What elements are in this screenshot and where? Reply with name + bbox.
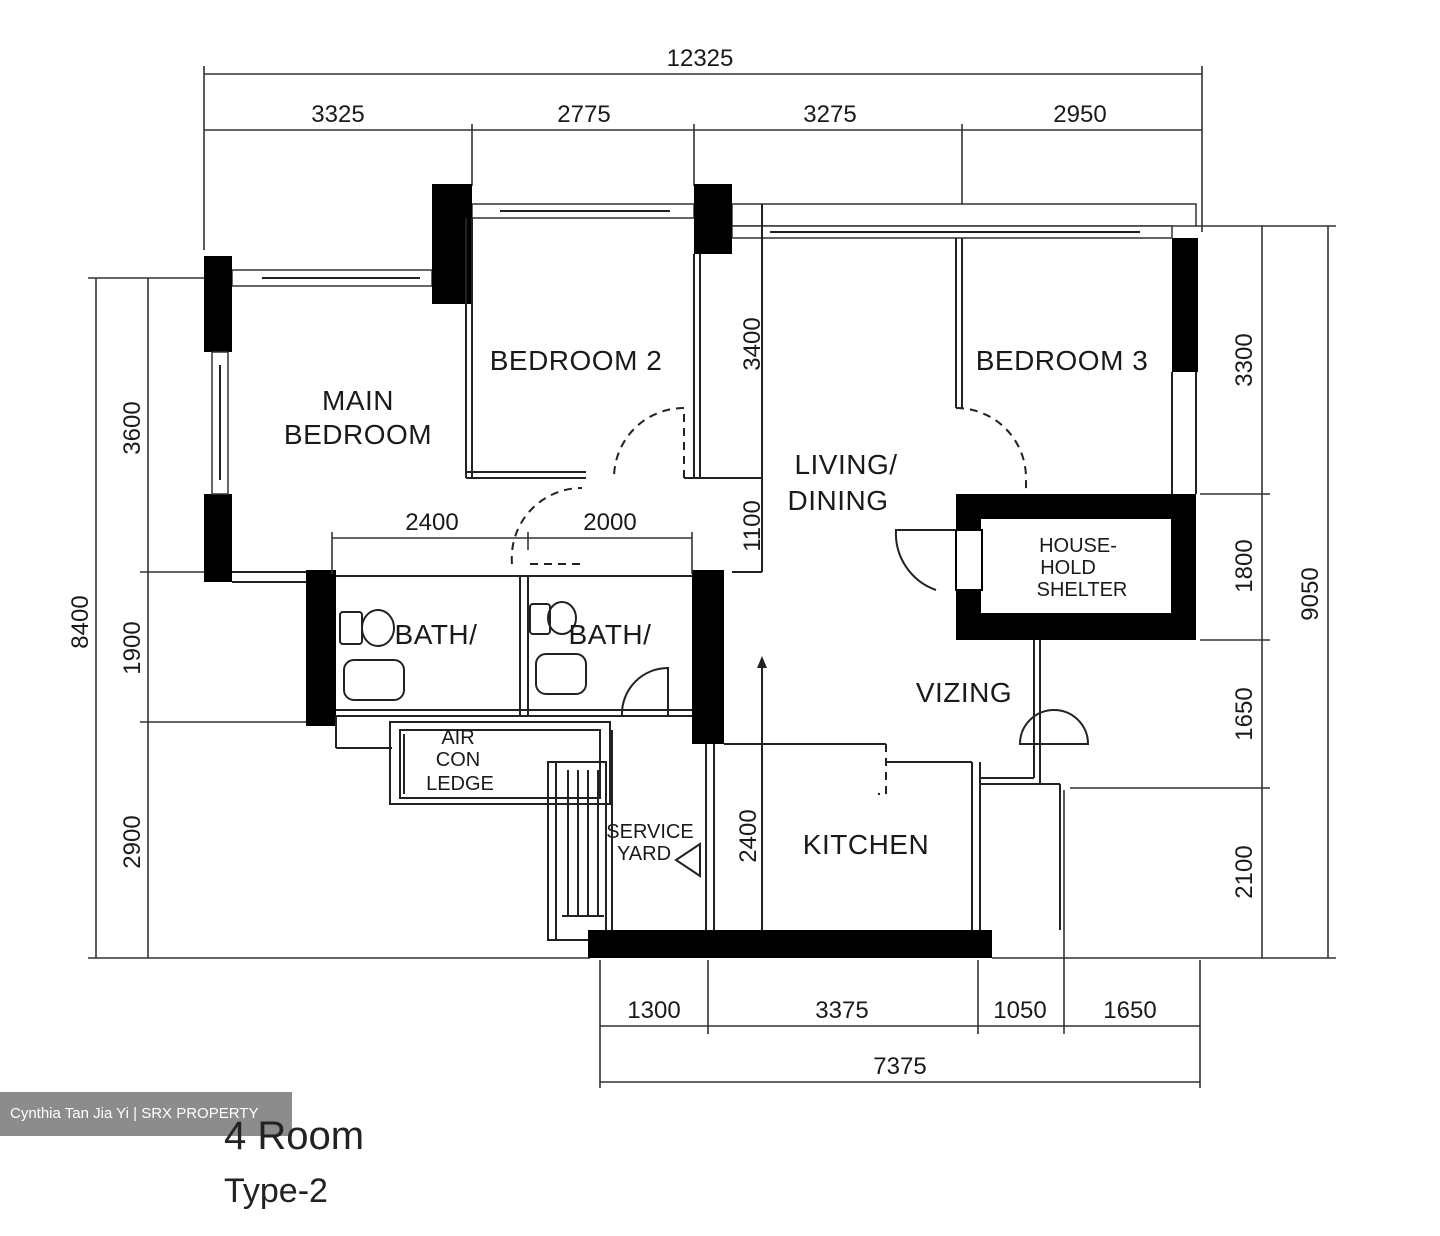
plan-subtitle: Type-2 [224, 1172, 328, 1210]
label-main-bedroom-line2: BEDROOM [284, 419, 432, 450]
label-service-line2: YARD [617, 843, 671, 865]
dim-top-2: 2775 [557, 101, 610, 128]
dim-left-1: 3600 [119, 401, 146, 454]
dim-top-total: 12325 [667, 45, 734, 72]
bath-fixtures [339, 601, 587, 701]
label-main-bedroom-line1: MAIN [322, 385, 394, 416]
dim-top-3: 3275 [803, 101, 856, 128]
dim-right-2: 1800 [1231, 539, 1258, 592]
label-bedroom-3: BEDROOM 3 [976, 345, 1149, 376]
plan-title: 4 Room [224, 1114, 365, 1158]
walls [204, 184, 1198, 958]
label-aircon-line1: AIR [441, 727, 474, 749]
label-living-line2: DINING [788, 485, 889, 516]
label-shelter-line3: SHELTER [1037, 579, 1128, 601]
dim-bottom-total: 7375 [873, 1053, 926, 1080]
dim-left-2: 1900 [119, 621, 146, 674]
room-labels: MAIN BEDROOM BEDROOM 2 BEDROOM 3 LIVING/… [284, 345, 1148, 865]
dim-bottom-2: 3375 [815, 997, 868, 1024]
label-kitchen: KITCHEN [803, 829, 929, 860]
dim-left-3: 2900 [119, 815, 146, 868]
dim-bottom-3: 1050 [993, 997, 1046, 1024]
dim-right-4: 2100 [1231, 845, 1258, 898]
label-aircon-line3: LEDGE [426, 773, 494, 795]
label-shelter-line1: HOUSE- [1039, 535, 1117, 557]
dim-right-total: 9050 [1297, 567, 1324, 620]
dim-inner-3400: 3400 [739, 317, 766, 370]
bottom-dimensions: 1300 3375 1050 1650 7375 [599, 790, 1201, 1088]
dim-left-total: 8400 [67, 595, 94, 648]
dim-mid-2: 2000 [583, 509, 636, 536]
right-dimensions: 3300 1800 1650 2100 9050 [992, 225, 1336, 959]
dim-inner-1100: 1100 [739, 500, 766, 552]
label-bedroom-2: BEDROOM 2 [490, 345, 663, 376]
top-dimensions: 12325 3325 2775 3275 2950 [203, 45, 1203, 250]
dim-bottom-1: 1300 [627, 997, 680, 1024]
dim-top-4: 2950 [1053, 101, 1106, 128]
label-bath-1: BATH/ [395, 619, 478, 650]
label-bath-2: BATH/ [569, 619, 652, 650]
dim-mid-1: 2400 [405, 509, 458, 536]
dim-right-3: 1650 [1231, 687, 1258, 740]
photo-credit: Cynthia Tan Jia Yi | SRX PROPERTY [0, 1092, 292, 1136]
left-dimensions: 8400 3600 1900 2900 [67, 277, 590, 959]
label-aircon-line2: CON [436, 749, 480, 771]
inner-dimensions: 2400 2000 3400 1100 2400 [331, 317, 766, 863]
dim-inner-2400: 2400 [735, 809, 762, 862]
dim-top-1: 3325 [311, 101, 364, 128]
label-dining-misc: VIZING [916, 677, 1012, 708]
dim-right-1: 3300 [1231, 333, 1258, 386]
label-living-line1: LIVING/ [794, 449, 897, 480]
label-service-line1: SERVICE [606, 821, 693, 843]
dim-bottom-4: 1650 [1103, 997, 1156, 1024]
label-shelter-line2: HOLD [1040, 557, 1096, 579]
doors [510, 406, 1090, 930]
